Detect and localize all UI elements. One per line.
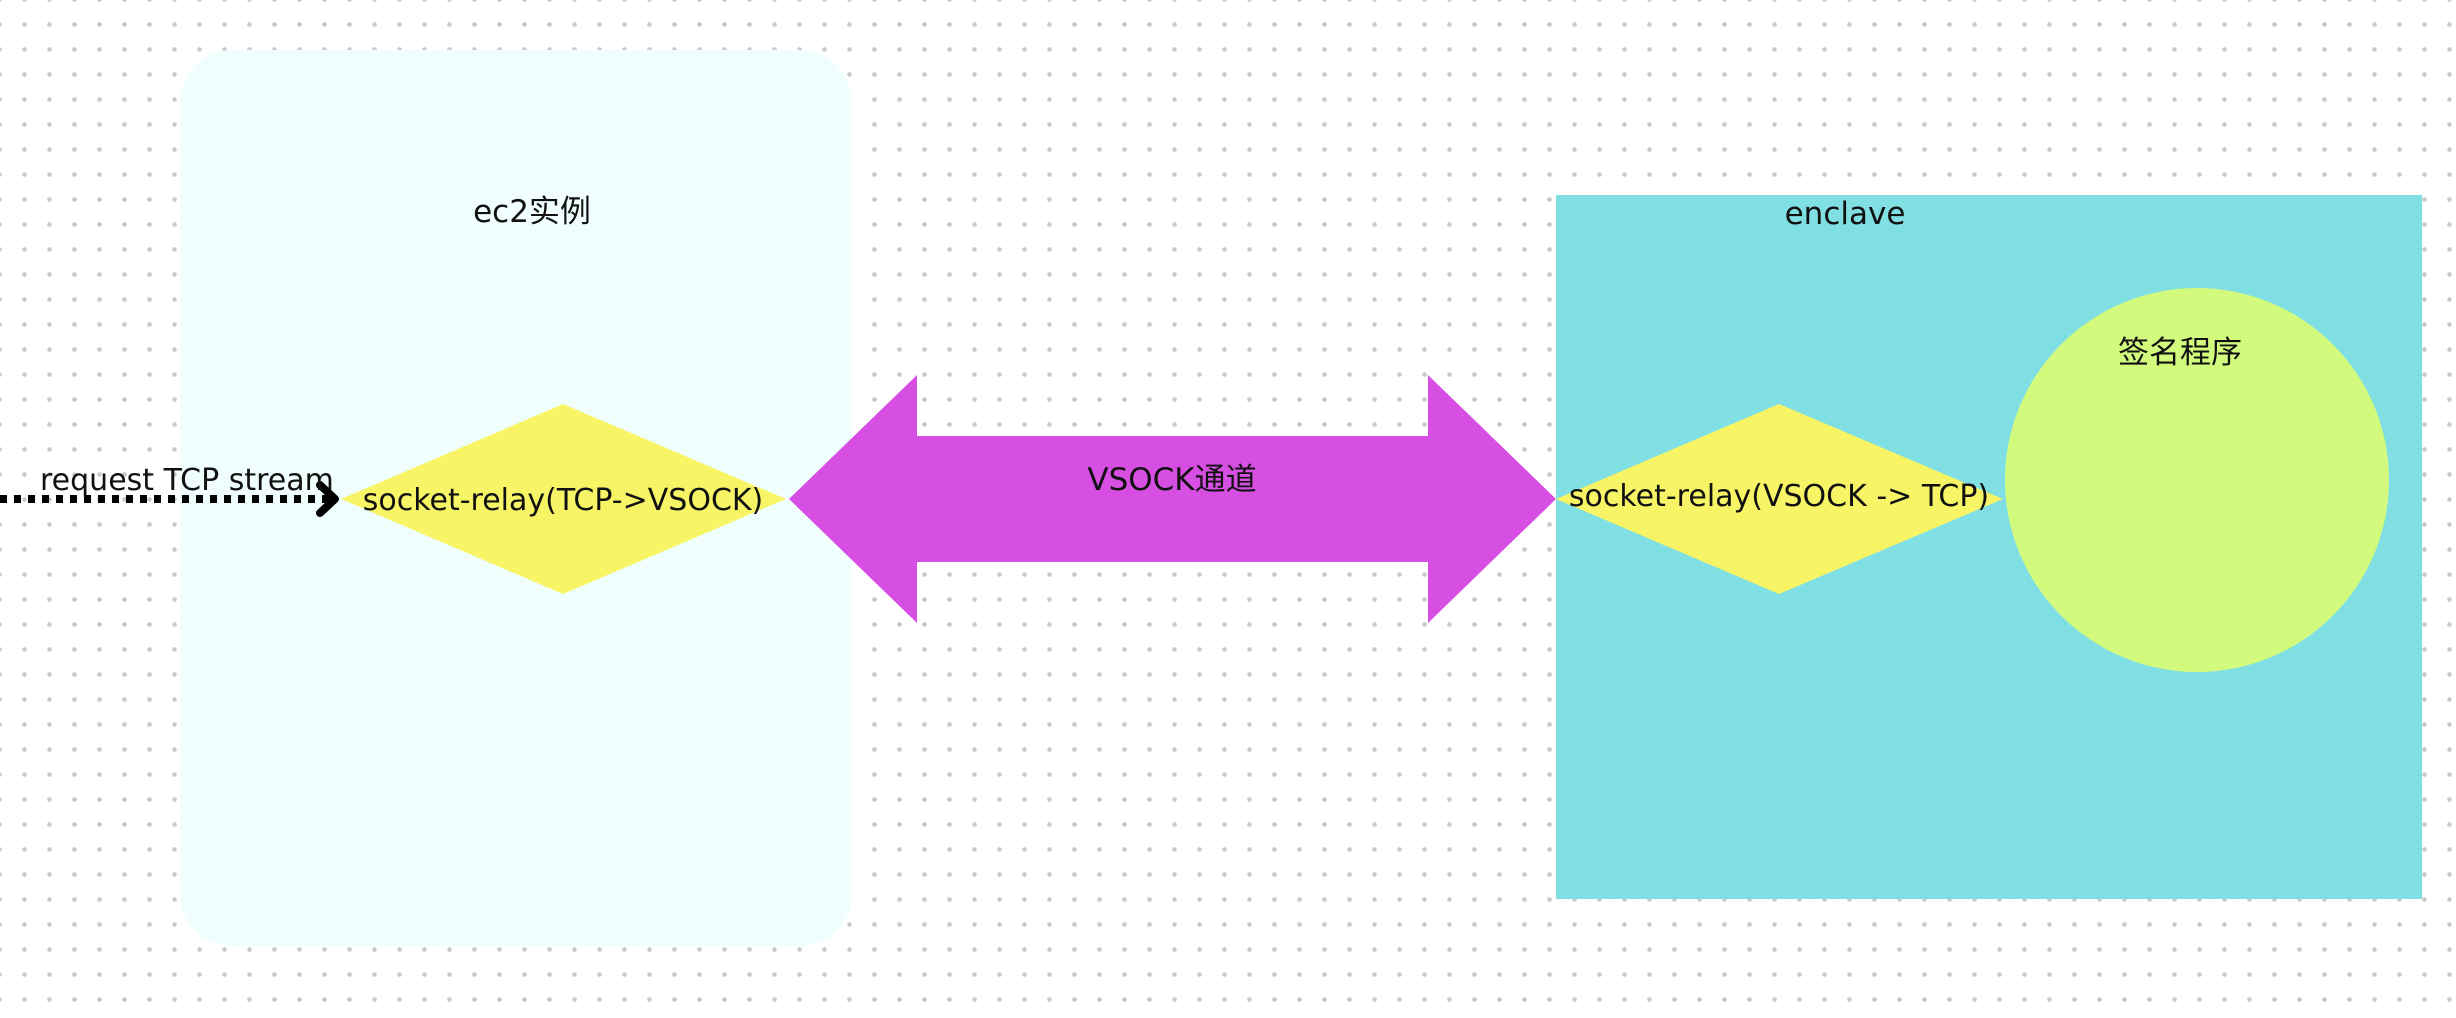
request-edge-label: request TCP stream <box>40 463 334 498</box>
relay-tcp-to-vsock-diamond[interactable] <box>341 404 786 594</box>
enclave-label: enclave <box>1785 196 1906 232</box>
relay-tcp-to-vsock-node[interactable]: socket-relay(TCP->VSOCK) <box>341 404 786 594</box>
vsock-channel-arrow[interactable] <box>789 375 1556 623</box>
signing-program-node[interactable]: 签名程序 <box>2005 288 2389 672</box>
relay-vsock-to-tcp-node[interactable]: socket-relay(VSOCK -> TCP) <box>1556 404 2003 594</box>
signing-program-label: 签名程序 <box>2118 335 2242 371</box>
relay-tcp-to-vsock-label: socket-relay(TCP->VSOCK) <box>363 483 764 518</box>
relay-vsock-to-tcp-diamond[interactable] <box>1556 404 2003 594</box>
ec2-instance-label: ec2实例 <box>473 194 591 230</box>
request-edge-arrowhead <box>316 481 339 517</box>
relay-vsock-to-tcp-label: socket-relay(VSOCK -> TCP) <box>1569 479 1989 514</box>
signing-program-circle[interactable] <box>2005 288 2389 672</box>
request-edge[interactable]: request TCP stream <box>0 463 339 517</box>
vsock-channel-node[interactable]: VSOCK通道 <box>789 375 1556 623</box>
vsock-channel-label: VSOCK通道 <box>1087 462 1256 498</box>
